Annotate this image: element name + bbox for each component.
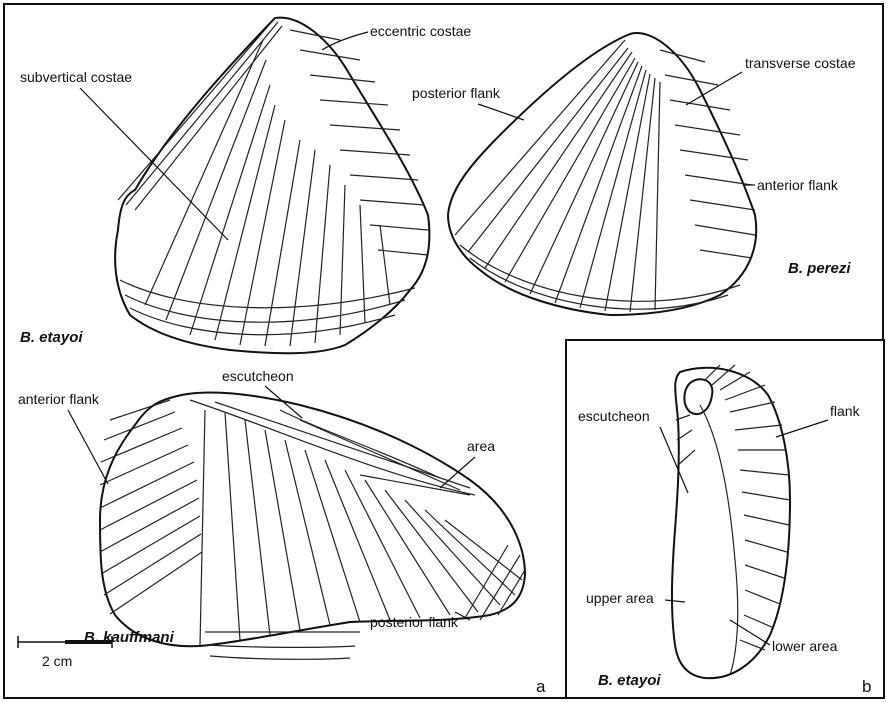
- species-b-etayoi-a: B. etayoi: [20, 329, 83, 346]
- label-eccentric-costae: eccentric costae: [370, 23, 471, 39]
- leader-anterior-flank-kauffmani: [68, 410, 108, 484]
- leader-eccentric-costae: [322, 32, 368, 50]
- label-escutcheon-b: escutcheon: [578, 408, 650, 424]
- leader-posterior-flank-perezi: [478, 104, 524, 120]
- label-anterior-flank-perezi: anterior flank: [757, 177, 839, 193]
- panel-b-letter: b: [862, 677, 871, 696]
- shell-b-perezi: [448, 33, 756, 315]
- species-b-kauffmani: B. kauffmani: [84, 629, 175, 646]
- leader-escutcheon-kauffmani: [265, 386, 302, 418]
- shell-b-etayoi-a: [115, 18, 429, 354]
- species-b-perezi: B. perezi: [788, 260, 851, 277]
- label-transverse-costae: transverse costae: [745, 55, 856, 71]
- label-upper-area-b: upper area: [586, 590, 654, 606]
- label-lower-area-b: lower area: [772, 638, 838, 654]
- label-area-kauffmani: area: [467, 438, 495, 454]
- label-escutcheon-kauffmani: escutcheon: [222, 368, 294, 384]
- scale-label: 2 cm: [42, 653, 72, 669]
- leader-subvertical-costae: [80, 88, 228, 240]
- shell-b-kauffmani: [100, 392, 525, 659]
- panel-a-letter: a: [536, 677, 546, 696]
- species-b-etayoi-b: B. etayoi: [598, 672, 661, 689]
- label-flank-b: flank: [830, 403, 861, 419]
- label-subvertical-costae: subvertical costae: [20, 69, 132, 85]
- label-posterior-flank-kauffmani: posterior flank: [370, 614, 459, 630]
- leader-transverse-costae: [686, 72, 742, 105]
- label-anterior-flank-kauffmani: anterior flank: [18, 391, 100, 407]
- label-posterior-flank-perezi: posterior flank: [412, 85, 501, 101]
